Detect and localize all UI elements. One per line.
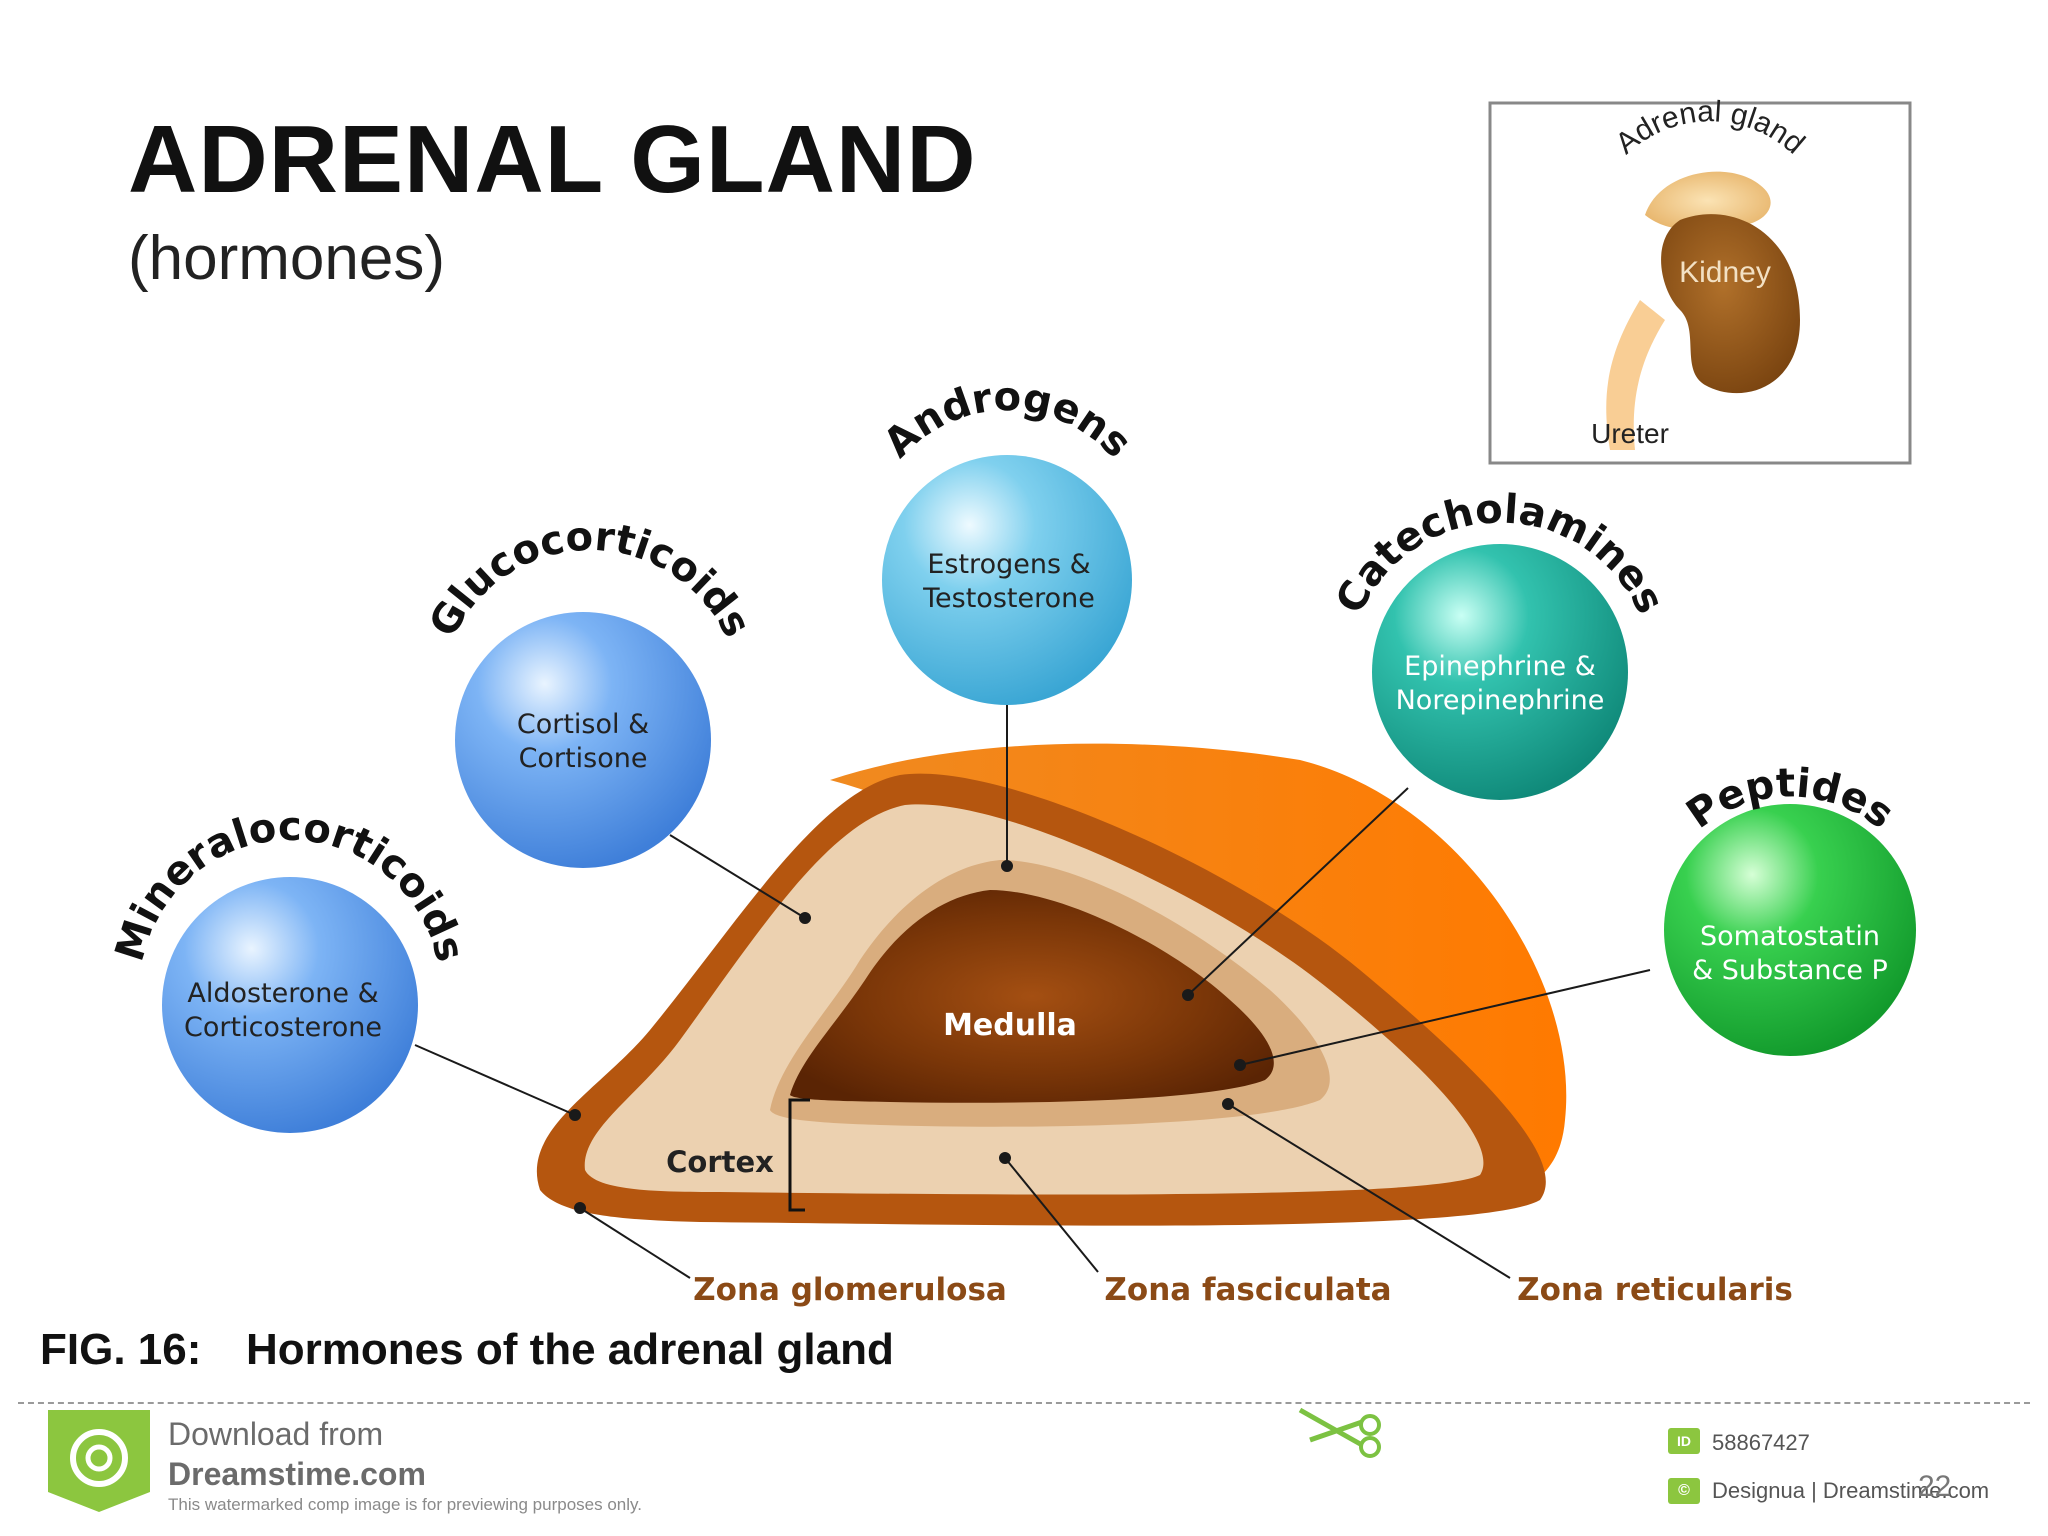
sphere-line1-androgens: Estrogens & (927, 549, 1090, 580)
footer-divider (18, 1402, 2030, 1404)
leader-catecholamines (1187, 787, 1409, 996)
dreamstime-site-text: Dreamstime.com (168, 1456, 426, 1492)
sphere-line1-mineralocorticoids: Aldosterone & (187, 978, 378, 1009)
sphere-line2-glucocorticoids: Cortisone (519, 743, 648, 774)
ureter-shape (1606, 300, 1665, 450)
hormone-group-glucocorticoids: Glucocorticoids Cortisol & Cortisone (421, 513, 760, 868)
inset-figure: Adrenal gland Kidney Ureter (1488, 95, 1912, 465)
hormone-group-androgens: Androgens Estrogens & Testosterone (875, 374, 1140, 705)
sphere-catecholamines (1372, 544, 1628, 800)
leader-peptides (1239, 969, 1651, 1066)
inset-kidney-label: Kidney (1679, 256, 1771, 289)
hormone-group-catecholamines: Catecholamines Epinephrine & Norepinephr… (1327, 486, 1673, 800)
leader-zona-fasciculata (1004, 1157, 1099, 1273)
leader-dot-zona-fasciculata (999, 1152, 1011, 1164)
kidney-shape (1661, 214, 1800, 394)
leader-zona-reticularis (1227, 1103, 1511, 1279)
leader-dot-peptides (1234, 1059, 1246, 1071)
hormone-group-mineralocorticoids: Mineralocorticoids Aldosterone & Cortico… (107, 804, 473, 1133)
watermark-notice: This watermarked comp image is for previ… (168, 1495, 642, 1514)
gland-cross-section: Medulla Cortex (536, 743, 1567, 1226)
slide-title: ADRENAL GLAND (128, 106, 977, 213)
zone-label-glomerulosa: Zona glomerulosa (693, 1272, 1007, 1308)
medulla-label: Medulla (943, 1008, 1077, 1043)
sphere-line1-glucocorticoids: Cortisol & (517, 709, 649, 740)
leader-zona-glomerulosa (579, 1207, 691, 1279)
sphere-androgens (882, 455, 1132, 705)
hormone-group-peptides: Peptides Somatostatin & Substance P (1664, 760, 1916, 1056)
arc-label-androgens: Androgens (875, 374, 1140, 466)
figure-number: FIG. 16: (40, 1325, 202, 1374)
download-from-text: Download from (168, 1416, 384, 1452)
sphere-peptides (1664, 804, 1916, 1056)
sphere-line2-peptides: & Substance P (1692, 955, 1888, 986)
adrenal-cap-shape (1645, 171, 1771, 230)
zone-label-fasciculata: Zona fasciculata (1104, 1272, 1391, 1308)
leader-dot-glucocorticoids (799, 912, 811, 924)
slide-subtitle: (hormones) (128, 224, 445, 293)
sphere-mineralocorticoids (162, 877, 418, 1133)
leader-dot-catecholamines (1182, 989, 1194, 1001)
sphere-line1-peptides: Somatostatin (1700, 921, 1880, 952)
sphere-line1-catecholamines: Epinephrine & (1404, 651, 1596, 682)
scissors-icon (1298, 1407, 1381, 1458)
figure-caption: FIG. 16: Hormones of the adrenal gland (40, 1328, 894, 1372)
figure-caption-text: Hormones of the adrenal gland (246, 1325, 894, 1374)
image-credit: Designua | Dreamstime.com (1712, 1478, 1990, 1503)
sphere-line2-catecholamines: Norepinephrine (1396, 685, 1605, 716)
spiral-icon (70, 1429, 128, 1487)
leader-glucocorticoids (669, 834, 806, 919)
cortex-label: Cortex (666, 1145, 774, 1179)
image-id: 58867427 (1712, 1430, 1810, 1455)
leader-dot-zona-reticularis (1222, 1098, 1234, 1110)
leader-dot-androgens (1001, 860, 1013, 872)
zone-label-reticularis: Zona reticularis (1517, 1272, 1793, 1308)
cortex-bracket (788, 1098, 810, 1212)
leader-lines (414, 705, 1651, 1279)
sphere-line2-androgens: Testosterone (922, 583, 1095, 614)
inset-frame (1488, 101, 1912, 465)
leader-dot-zona-glomerulosa (574, 1202, 586, 1214)
spiral-icon-inner (85, 1444, 113, 1472)
page-number: 22 (1918, 1470, 1952, 1503)
sphere-glucocorticoids (455, 612, 711, 868)
inset-ureter-label: Ureter (1591, 418, 1669, 449)
leader-mineralocorticoids (414, 1044, 576, 1116)
leader-dot-mineralocorticoids (569, 1109, 581, 1121)
logo-badge-shape (48, 1410, 150, 1512)
dreamstime-logo (48, 1410, 150, 1512)
medulla-region (790, 890, 1274, 1103)
id-badge: ID (1668, 1428, 1700, 1454)
sphere-line2-mineralocorticoids: Corticosterone (184, 1012, 382, 1043)
copyright-icon: © (1668, 1478, 1700, 1504)
